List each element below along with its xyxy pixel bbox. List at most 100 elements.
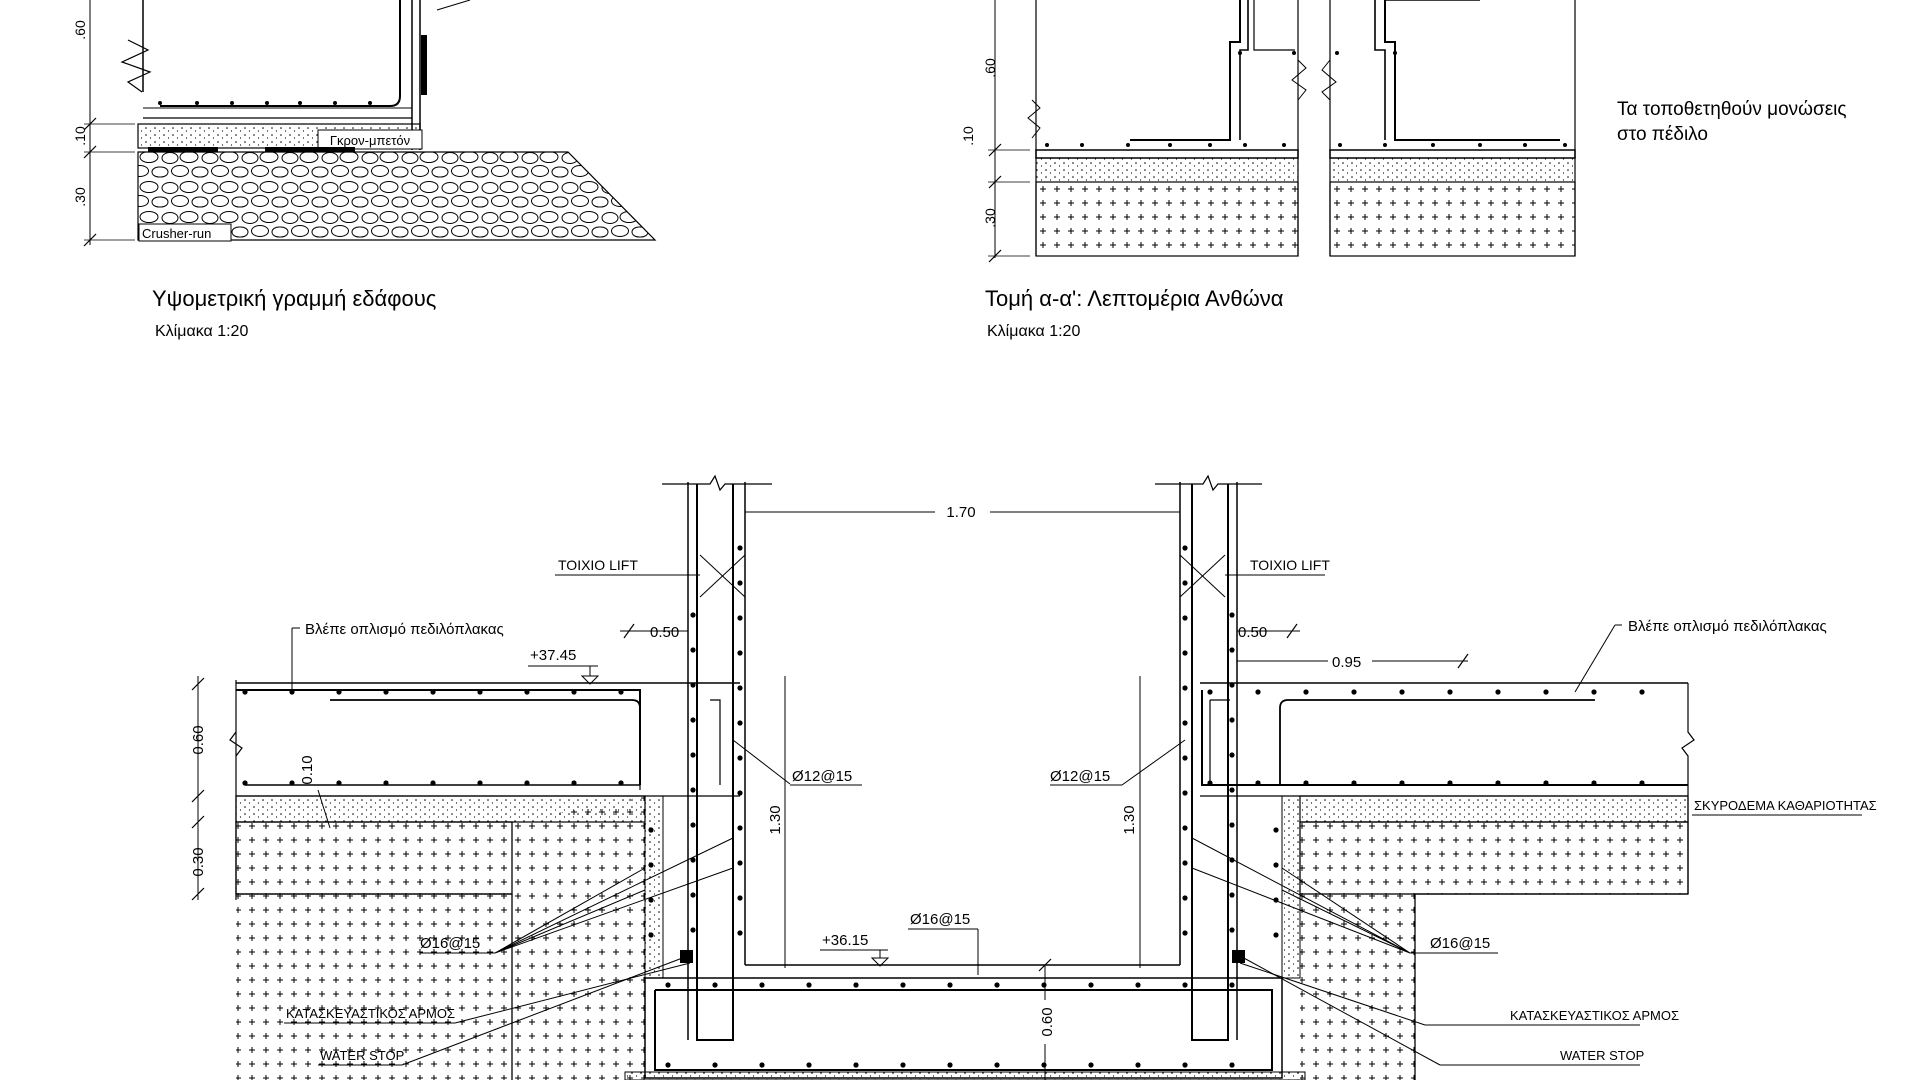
rebar-dot xyxy=(1303,780,1309,786)
dim-050-left: 0.50 xyxy=(650,624,679,641)
rebar-dot xyxy=(737,650,743,656)
detail-left-scale: Κλίμακα 1:20 xyxy=(155,323,248,340)
lift-pit-section xyxy=(229,474,1695,1080)
rebar-dot xyxy=(1182,860,1188,866)
wall-cross-mark xyxy=(1179,554,1226,598)
rebar-dot xyxy=(1591,689,1597,695)
rebar-dot xyxy=(853,982,859,988)
rebar-dot xyxy=(1182,755,1188,761)
rebar-dots xyxy=(242,545,1645,1068)
wall-rebar-left xyxy=(696,484,734,1041)
rebar-dot xyxy=(1273,827,1279,833)
rebar-dot xyxy=(1229,892,1235,898)
rebar-dot xyxy=(383,780,389,786)
rebar-dot xyxy=(1543,689,1549,695)
rebar-dot xyxy=(737,825,743,831)
see-slab-right: Βλέπε οπλισμό πεδιλόπλακας xyxy=(1628,618,1827,635)
rebar-dot xyxy=(618,689,624,695)
rebar-dot xyxy=(1591,780,1597,786)
rebar-dot xyxy=(1041,982,1047,988)
waterstop-label-right: WATER STOP xyxy=(1560,1048,1644,1063)
rebar-dot xyxy=(1229,612,1235,618)
rebar-dot xyxy=(1495,689,1501,695)
rebar-dot xyxy=(712,1062,718,1068)
rebar-dot xyxy=(690,927,696,933)
soil-fill-left-band xyxy=(235,821,513,895)
rebar-dot xyxy=(690,717,696,723)
rebar-dot xyxy=(1229,822,1235,828)
rebar-dot xyxy=(1229,787,1235,793)
rebar-dot xyxy=(1182,825,1188,831)
slab-rebar-left xyxy=(236,689,641,785)
rebar-16-left: Ø16@15 xyxy=(420,935,480,952)
rebar-12-left: Ø12@15 xyxy=(792,768,852,785)
rebar-dot xyxy=(1182,545,1188,551)
rebar-dot xyxy=(737,580,743,586)
crusher-label-box xyxy=(138,223,232,242)
rebar-dot xyxy=(1447,689,1453,695)
lean-concrete-label: ΣΚΥΡΟΔΕΜΑ ΚΑΘΑΡΙΟΤΗΤΑΣ xyxy=(1694,798,1877,813)
wall-cross-mark xyxy=(699,554,746,598)
soil-fill-left-deep xyxy=(512,894,645,1080)
rebar-dot xyxy=(1088,982,1094,988)
rebar-dot xyxy=(1399,780,1405,786)
dim-pit-060: 0.60 xyxy=(1039,1007,1056,1036)
note-line-1: Τα τοποθετηθούν μονώσεις xyxy=(1617,99,1847,120)
pit-base-rebar xyxy=(654,989,1273,1071)
rebar-dot xyxy=(1135,1062,1141,1068)
rebar-dot xyxy=(524,689,530,695)
rebar-dot xyxy=(1543,780,1549,786)
rebar-dot xyxy=(690,822,696,828)
dim-060: .60 xyxy=(982,58,998,78)
rebar-dot xyxy=(690,612,696,618)
rebar-dot xyxy=(242,780,248,786)
detail-left: Γκρον-μπετόν Crusher-run .60 .10 .30 Υψο… xyxy=(72,0,657,340)
rebar-dot xyxy=(1255,689,1261,695)
note-line-2: στο πέδιλο xyxy=(1617,124,1708,145)
dim-095: 0.95 xyxy=(1332,654,1361,671)
rebar-dot xyxy=(1447,780,1453,786)
lift-annotations: 1.70 ΤΟΙΧΙΟ LIFT ΤΟΙΧΙΟ LIFT 0.50 0.50 0… xyxy=(190,502,1877,1080)
rebar-dot xyxy=(947,1062,953,1068)
rebar-dot xyxy=(1351,780,1357,786)
rebar-dot xyxy=(1182,720,1188,726)
rebar-dot xyxy=(900,1062,906,1068)
rebar-dot xyxy=(1182,895,1188,901)
rebar-dot xyxy=(1088,1062,1094,1068)
lean-concrete-layer xyxy=(1035,157,1299,183)
rebar-dot xyxy=(1229,982,1235,988)
soil-fill-layer xyxy=(1035,181,1299,257)
rebar-dot xyxy=(690,857,696,863)
rebar-dot xyxy=(1639,689,1645,695)
rebar-bent xyxy=(1130,0,1241,141)
rebar-16-bottom: Ø16@15 xyxy=(910,911,970,928)
grout-label-box xyxy=(317,129,423,150)
rebar-dot xyxy=(571,689,577,695)
rebar-dot xyxy=(737,720,743,726)
rebar-dots xyxy=(158,101,372,105)
rebar-dot xyxy=(1135,982,1141,988)
rebar-dot xyxy=(994,1062,1000,1068)
label-crusher: Crusher-run xyxy=(142,226,211,241)
membrane-strip xyxy=(148,147,218,152)
joint-label-right: ΚΑΤΑΣΚΕΥΑΣΤΙΚΟΣ ΑΡΜΟΣ xyxy=(1510,1008,1679,1023)
rebar-dot xyxy=(1255,780,1261,786)
rebar-dot xyxy=(477,689,483,695)
rebar-dot xyxy=(737,615,743,621)
rebar-dot xyxy=(336,780,342,786)
rebar-dot xyxy=(806,982,812,988)
rebar-dot xyxy=(900,982,906,988)
rebar-dot xyxy=(665,982,671,988)
rebar-dot xyxy=(477,780,483,786)
dim-slab-060: 0.60 xyxy=(190,725,207,754)
dim-010: .10 xyxy=(72,126,88,146)
rebar-dot xyxy=(289,780,295,786)
level-bottom: +36.15 xyxy=(822,932,868,949)
rebar-dot xyxy=(648,862,654,868)
rebar-dot xyxy=(947,982,953,988)
rebar-dot xyxy=(737,930,743,936)
joint-label-left: ΚΑΤΑΣΚΕΥΑΣΤΙΚΟΣ ΑΡΜΟΣ xyxy=(286,1006,455,1021)
rebar-dot xyxy=(1182,982,1188,988)
rebar-dot xyxy=(1639,780,1645,786)
pit-base xyxy=(644,977,1283,1079)
